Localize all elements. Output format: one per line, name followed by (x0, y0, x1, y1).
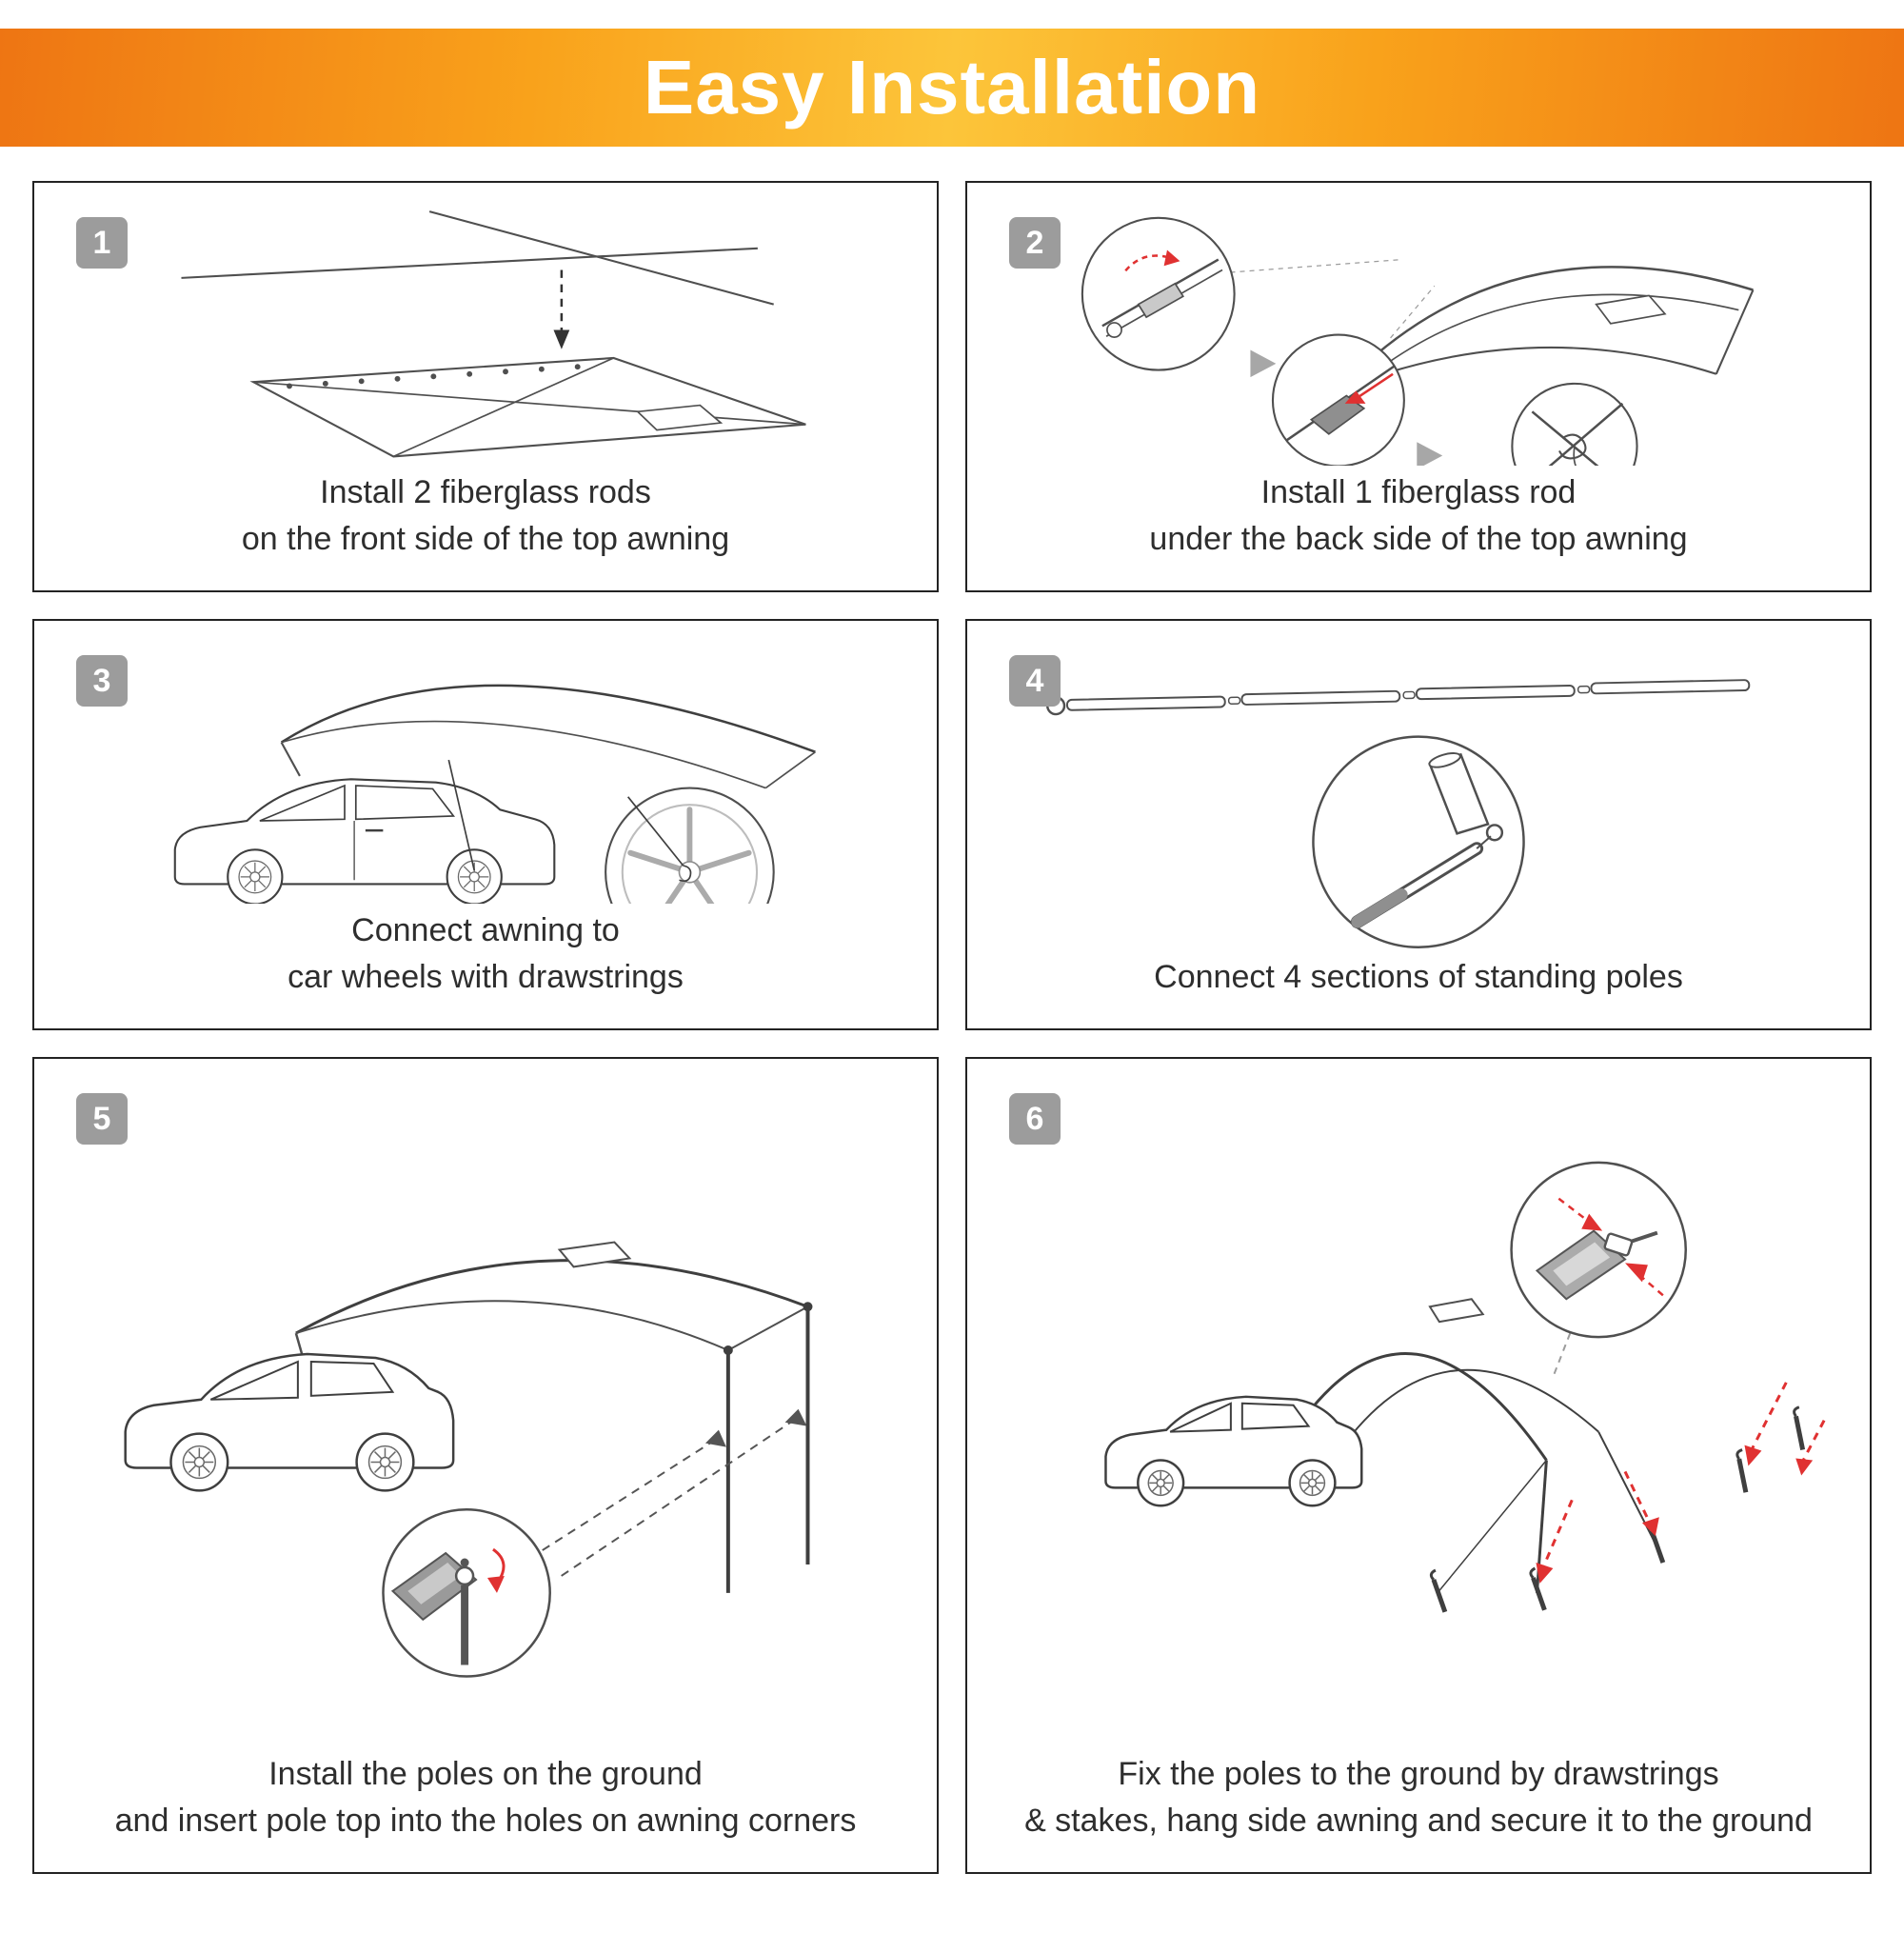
step-6-illustration-area (967, 1059, 1870, 1747)
step-6-panel: 6 (965, 1057, 1872, 1874)
step-1-caption-line1: Install 2 fiberglass rods (320, 474, 651, 511)
car-awning-drawstring-illustration (173, 684, 816, 905)
step-2-caption-line1: Install 1 fiberglass rod (1260, 474, 1577, 511)
pole-sections-illustration (1045, 679, 1751, 949)
step-6-caption: Fix the poles to the ground by drawstrin… (967, 1747, 1870, 1872)
step-1-illustration-area (34, 183, 937, 466)
step-5-caption-line2: and insert pole top into the holes on aw… (114, 1802, 857, 1839)
poles-installation-illustration (124, 1241, 813, 1678)
step-4-illustration-area (967, 621, 1870, 950)
step-6-number-badge: 6 (1009, 1093, 1061, 1145)
page-title: Easy Installation (643, 45, 1261, 130)
step-2-panel: 2 (965, 181, 1872, 592)
step-1-number-badge: 1 (76, 217, 128, 269)
step-3-caption-line1: Connect awning to (351, 912, 620, 949)
step-6-caption-line1: Fix the poles to the ground by drawstrin… (1118, 1756, 1719, 1793)
step-5-illustration-area (34, 1059, 937, 1747)
step-2-caption-line2: under the back side of the top awning (1149, 520, 1688, 557)
step-3-panel: 3 (32, 619, 939, 1030)
step-6-caption-line2: & stakes, hang side awning and secure it… (1024, 1802, 1813, 1839)
step-3-caption-line2: car wheels with drawstrings (288, 958, 684, 995)
fiberglass-rods-awning-illustration (181, 210, 806, 458)
step-4-caption-line1: Connect 4 sections of standing poles (1154, 958, 1683, 995)
stakes-drawstrings-illustration (1104, 1161, 1826, 1747)
step-2-caption: Install 1 fiberglass rod under the back … (967, 466, 1870, 590)
step-2-number-badge: 2 (1009, 217, 1061, 269)
step-4-number-badge: 4 (1009, 655, 1061, 707)
step-1-panel: 1 (32, 181, 939, 592)
step-3-illustration-area (34, 621, 937, 905)
step-5-caption: Install the poles on the ground and inse… (34, 1747, 937, 1872)
step-1-caption-line2: on the front side of the top awning (241, 520, 730, 557)
step-4-caption: Connect 4 sections of standing poles (967, 950, 1870, 1028)
step-3-caption: Connect awning to car wheels with drawst… (34, 904, 937, 1028)
step-1-caption: Install 2 fiberglass rods on the front s… (34, 466, 937, 590)
step-5-panel: 5 (32, 1057, 939, 1874)
step-4-panel: 4 (965, 619, 1872, 1030)
step-5-number-badge: 5 (76, 1093, 128, 1145)
step-2-illustration-area (967, 183, 1870, 467)
steps-grid: 1 (0, 147, 1904, 1874)
step-3-number-badge: 3 (76, 655, 128, 707)
step-5-caption-line1: Install the poles on the ground (268, 1756, 703, 1793)
header-banner: Easy Installation (0, 29, 1904, 147)
back-rod-awning-illustration (1081, 216, 1755, 467)
